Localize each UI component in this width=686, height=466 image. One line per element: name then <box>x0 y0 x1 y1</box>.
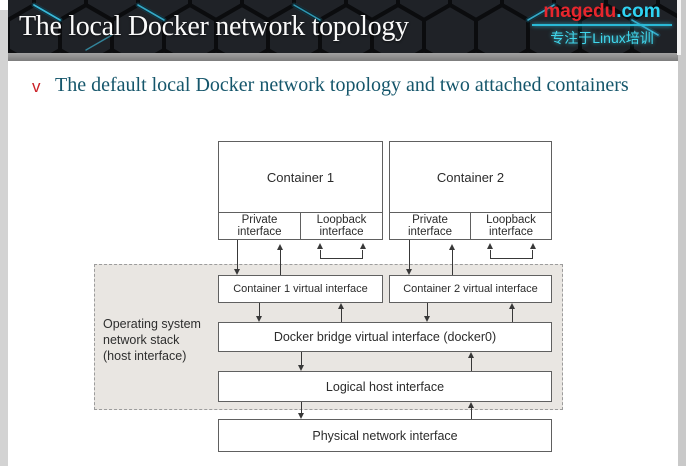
arrow-c2-private-up <box>449 244 455 275</box>
brand-word: magedu <box>543 1 617 22</box>
hexagon-pattern-decoration <box>8 0 678 53</box>
container-2-title: Container 2 <box>436 169 505 185</box>
os-stack-label: Operating system network stack (host int… <box>103 316 201 364</box>
brand-tagline: 专注于Linux培训 <box>550 30 654 46</box>
container-2-interfaces-row: Private interface Loopback interface <box>390 212 551 239</box>
arrow-vif1-bridge-down <box>256 303 262 322</box>
container-1-title: Container 1 <box>266 169 335 185</box>
arrow-c1-private-up <box>277 244 283 275</box>
arrow-logical-physical-down <box>298 402 304 419</box>
arrow-logical-bridge-up <box>468 352 474 371</box>
physical-network-interface-box: Physical network interface <box>218 419 552 452</box>
brand-name: magedu.com <box>532 1 672 23</box>
right-edge-highlight <box>677 0 681 55</box>
container-2-virtual-interface-box: Container 2 virtual interface <box>389 275 552 303</box>
docker-bridge-box: Docker bridge virtual interface (docker0… <box>218 322 552 352</box>
container-2-box: Container 2 Private interface Loopback i… <box>389 141 552 240</box>
arrow-c2-private-down <box>406 240 412 275</box>
brand-logo: magedu.com 专注于Linux培训 <box>532 1 672 48</box>
header-divider-bar <box>0 53 686 61</box>
left-edge-strip <box>0 0 8 466</box>
os-stack-label-line1: Operating system <box>103 317 201 331</box>
arrow-physical-logical-up <box>468 402 474 419</box>
loopback-arrow-c1 <box>317 243 366 259</box>
arrow-bridge-vif2-up <box>509 303 515 322</box>
arrow-c1-private-down <box>234 240 240 275</box>
left-edge-strip-top <box>0 0 8 10</box>
arrow-bridge-logical-down <box>298 352 304 371</box>
page-title: The local Docker network topology <box>19 10 409 42</box>
container-1-box: Container 1 Private interface Loopback i… <box>218 141 383 240</box>
loopback-arrow-c2 <box>487 243 536 259</box>
logical-host-interface-box: Logical host interface <box>218 371 552 402</box>
container-1-virtual-interface-box: Container 1 virtual interface <box>218 275 383 303</box>
header-bar: The local Docker network topology magedu… <box>8 0 678 53</box>
bullet-marker: v <box>32 77 41 96</box>
os-stack-label-line2: network stack <box>103 333 180 347</box>
right-edge-strip <box>678 0 686 466</box>
container-1-private-interface: Private interface <box>219 213 301 239</box>
arrow-bridge-vif1-up <box>338 303 344 322</box>
brand-tld: .com <box>616 1 661 22</box>
os-stack-label-line3: (host interface) <box>103 349 187 363</box>
bullet-text: The default local Docker network topolog… <box>55 74 629 96</box>
container-1-loopback-interface: Loopback interface <box>316 214 367 238</box>
brand-underline <box>532 24 672 26</box>
container-1-interfaces-row: Private interface Loopback interface <box>219 212 382 239</box>
container-2-private-interface: Private interface <box>390 213 471 239</box>
arrow-vif2-bridge-down <box>424 303 430 322</box>
container-2-loopback-interface: Loopback interface <box>486 214 536 238</box>
